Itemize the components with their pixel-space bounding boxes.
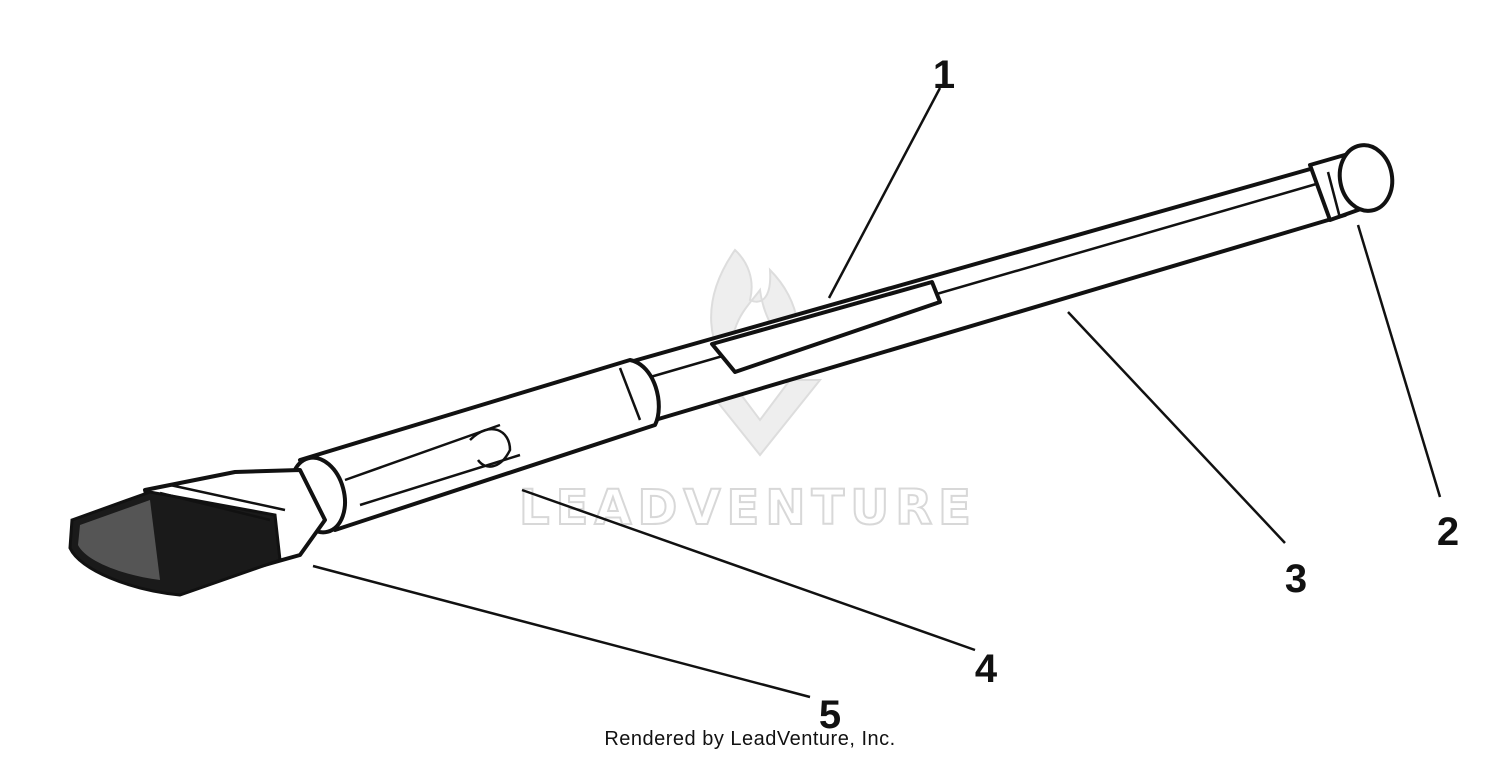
leadventure-watermark: LEADVENTURE	[518, 248, 977, 537]
callout-5: 5	[819, 693, 841, 737]
callout-2: 2	[1437, 510, 1459, 554]
watermark-text: LEADVENTURE	[519, 480, 977, 536]
leader-line-1	[827, 87, 942, 299]
callout-1: 1	[933, 53, 955, 97]
leader-line-5	[312, 564, 811, 699]
leader-line-2	[1356, 224, 1442, 498]
end-cap	[1308, 143, 1395, 222]
callout-3: 3	[1285, 557, 1307, 601]
callout-labels: 1 2 3 4 5	[819, 53, 1459, 737]
rendered-by-credit: Rendered by LeadVenture, Inc.	[604, 728, 896, 750]
brush-nozzle	[68, 468, 327, 597]
leader-line-3	[1067, 311, 1286, 544]
leader-lines	[312, 87, 1442, 699]
leader-line-4	[521, 488, 976, 652]
callout-4: 4	[975, 647, 998, 691]
extension-tube	[628, 160, 1347, 422]
